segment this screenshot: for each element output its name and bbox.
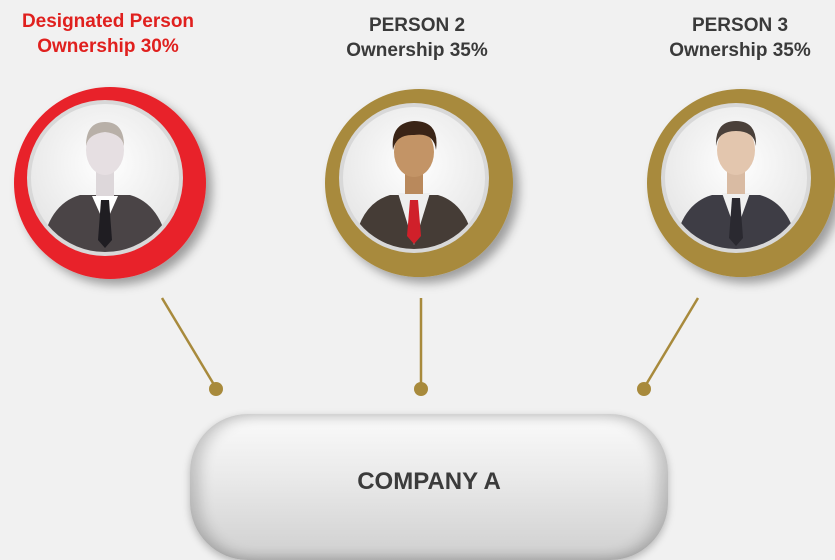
designated-person-name: Designated Person xyxy=(21,11,195,32)
person-3-avatar xyxy=(647,89,835,277)
person-2-avatar xyxy=(325,89,513,277)
designated-person-ownership: Ownership 30% xyxy=(37,36,179,57)
connector-person-2 xyxy=(414,298,428,396)
company-label: COMPANY A xyxy=(357,468,501,495)
person-2-ownership: Ownership 35% xyxy=(346,40,488,61)
person-2-label: PERSON 2 Ownership 35% xyxy=(297,13,537,63)
connector-person-3 xyxy=(637,297,700,396)
company-box: COMPANY A xyxy=(190,414,668,560)
person-3-ownership: Ownership 35% xyxy=(669,40,811,61)
person-2-name: PERSON 2 xyxy=(368,15,466,36)
connector-designated xyxy=(160,297,223,396)
designated-person-label: Designated Person Ownership 30% xyxy=(0,9,228,59)
person-3-name: PERSON 3 xyxy=(691,15,789,36)
designated-person-avatar xyxy=(14,87,206,279)
person-3-label: PERSON 3 Ownership 35% xyxy=(620,13,835,63)
businessman-avatar-icon xyxy=(40,122,170,252)
